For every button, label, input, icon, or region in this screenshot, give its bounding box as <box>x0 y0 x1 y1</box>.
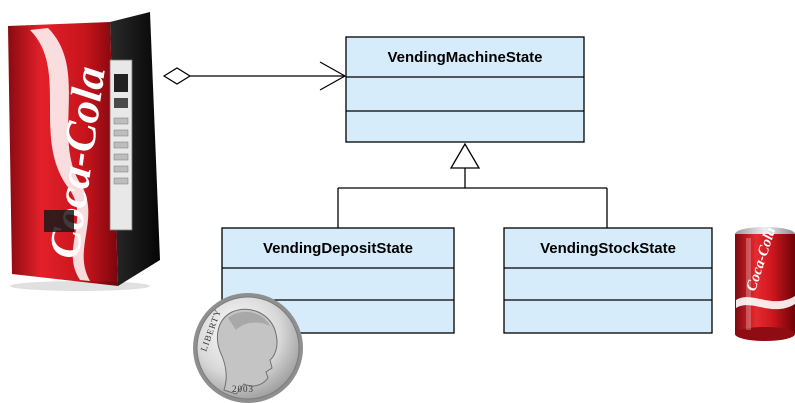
inheritance-connector <box>337 142 608 228</box>
machine-selection-buttons <box>113 117 129 185</box>
class-name: VendingDepositState <box>263 240 413 257</box>
inheritance-triangle <box>449 142 481 169</box>
class-box <box>345 36 585 143</box>
aggregation-arrowhead <box>319 61 347 91</box>
machine-dispense-slot <box>44 210 74 232</box>
machine-shadow <box>10 281 150 291</box>
machine-white-wave <box>30 28 90 281</box>
machine-display <box>114 98 128 108</box>
machine-coin-slot <box>114 74 128 92</box>
class-name: VendingStockState <box>540 240 676 257</box>
coin-inscription-bottom: 2003 <box>232 384 254 394</box>
aggregation-diamond <box>162 67 192 85</box>
vending-machine-illustration: Coca-Cola <box>8 12 160 291</box>
can-body <box>735 234 795 334</box>
can-illustration: Coca-Cola <box>735 225 795 341</box>
class-vending-stock-state: VendingStockState <box>503 227 713 334</box>
coin-portrait-hair <box>228 311 270 330</box>
can-highlight <box>746 238 751 330</box>
class-box <box>503 227 713 334</box>
aggregation-connector <box>162 61 347 91</box>
class-name: VendingMachineState <box>387 49 542 66</box>
class-vending-machine-state: VendingMachineState <box>345 36 585 143</box>
coin-illustration: LIBERTY 2003 <box>193 293 303 403</box>
can-bottom <box>735 327 795 341</box>
can-white-wave <box>736 296 795 310</box>
coin-portrait <box>216 308 278 395</box>
